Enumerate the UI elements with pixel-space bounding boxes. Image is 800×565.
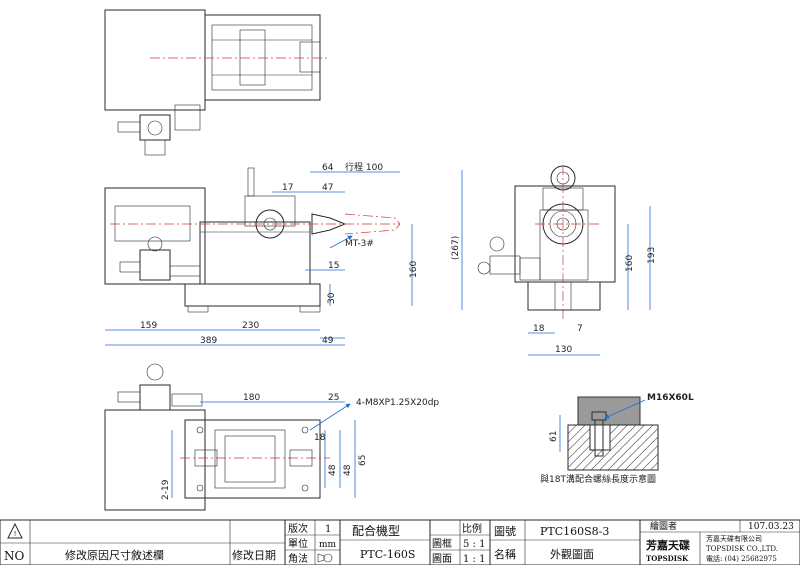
dim-48a: 48 — [328, 464, 338, 476]
center-point — [311, 213, 347, 235]
rev-date-label: 修改日期 — [232, 548, 276, 562]
projection-symbol-icon — [323, 553, 333, 563]
unit-value: mm — [319, 540, 337, 550]
dim-130: 130 — [555, 345, 572, 355]
side-dimensions: 64 行程 100 17 47 MT-3# 15 160 30 159 230 … — [105, 161, 419, 346]
dim-stroke: 行程 100 — [345, 161, 383, 173]
detail-caption: 與18T溝配合螺絲長度示意圖 — [540, 473, 656, 485]
rev-desc: 修改原因尺寸敘述欄 — [65, 548, 164, 562]
unit-label: 單位 — [288, 537, 308, 550]
model-label: 配合機型 — [352, 523, 400, 538]
dim-18-top: 18 — [314, 433, 326, 443]
drawing-no-value: PTC160S8-3 — [540, 525, 609, 538]
regulator-top — [139, 114, 171, 141]
dim-389: 389 — [200, 336, 217, 346]
dim-180: 180 — [243, 393, 260, 403]
bolt-shank — [594, 419, 604, 457]
front-view — [477, 165, 616, 320]
detail-view: M16X60L 61 與18T溝配合螺絲長度示意圖 — [540, 393, 694, 485]
sheet-value: 1 : 1 — [463, 554, 485, 565]
dim-47: 47 — [322, 183, 333, 193]
company-en: TOPSDISK CO.,LTD. — [706, 545, 778, 553]
svg-text:!: ! — [14, 530, 17, 538]
side-view — [104, 167, 401, 313]
scale-label: 比例 — [462, 522, 482, 535]
version-label: 版次 — [288, 522, 308, 535]
front-base — [527, 281, 601, 311]
bottom-dimensions: 180 25 4-M8XP1.25X20dp 18 48 48 65 2-19 — [161, 393, 439, 500]
name-label: 名稱 — [494, 547, 516, 561]
motor-box-front — [514, 185, 616, 283]
dim-267: (267) — [451, 236, 461, 260]
dim-25: 25 — [328, 393, 339, 403]
dim-18: 18 — [533, 324, 545, 334]
dim-15: 15 — [328, 261, 339, 271]
front-dimensions: (267) 160 193 18 7 130 — [451, 170, 657, 356]
dim-30: 30 — [327, 292, 337, 304]
bottom-view — [104, 363, 330, 511]
tailstock-housing — [199, 221, 311, 285]
dim-193: 193 — [647, 247, 657, 264]
dim-49: 49 — [322, 336, 334, 346]
dim-thread: 4-M8XP1.25X20dp — [356, 398, 439, 408]
sheet-label: 圖面 — [432, 553, 452, 565]
date-value: 107.03.23 — [748, 522, 794, 532]
dim-160-side: 160 — [409, 261, 419, 278]
rev-no-label: NO — [4, 549, 25, 563]
dim-65: 65 — [358, 455, 368, 466]
dim-160-front: 160 — [625, 255, 635, 272]
logo-en: TOPSDISK — [646, 554, 689, 563]
dim-2-19: 2-19 — [161, 479, 171, 500]
base-bottom — [184, 419, 321, 499]
base-plate — [184, 283, 321, 307]
version-value: 1 — [325, 524, 331, 535]
frame-label: 圖框 — [432, 537, 452, 550]
dim-mt3: MT-3# — [345, 239, 374, 249]
motor-box-side — [104, 187, 206, 285]
dim-64: 64 — [322, 163, 334, 173]
motor-box-top — [104, 9, 206, 111]
regulator-bottom — [139, 384, 171, 411]
t-slot-section — [567, 424, 659, 471]
motor-box-bottom — [104, 409, 206, 511]
dim-7: 7 — [577, 324, 583, 334]
dim-bolt: M16X60L — [647, 393, 694, 403]
drafter-label: 繪圖者 — [650, 520, 677, 532]
phone: 電話: (04) 25682975 — [706, 554, 777, 563]
name-value: 外觀圖面 — [550, 548, 594, 561]
angle-label: 角法 — [288, 552, 308, 565]
dim-230: 230 — [242, 321, 259, 331]
dim-48b: 48 — [343, 464, 353, 476]
company-cn: 芳嘉天碟有限公司 — [706, 534, 762, 543]
regulator-side — [139, 249, 171, 281]
top-view — [104, 9, 330, 156]
dim-61: 61 — [549, 431, 559, 442]
dim-159: 159 — [140, 321, 157, 331]
revision-triangle-icon — [7, 522, 23, 539]
title-block: ! NO 修改原因尺寸敘述欄 修改日期 版次 1 單位 mm 角法 配合機型 P… — [0, 519, 800, 565]
frame-value: 5 : 1 — [463, 539, 485, 550]
model-value: PTC-160S — [360, 548, 415, 561]
tailstock-body-top — [204, 14, 321, 101]
drawing-no-label: 圖號 — [494, 525, 516, 538]
dim-17: 17 — [282, 183, 293, 193]
logo-cn: 芳嘉天碟 — [646, 538, 690, 552]
